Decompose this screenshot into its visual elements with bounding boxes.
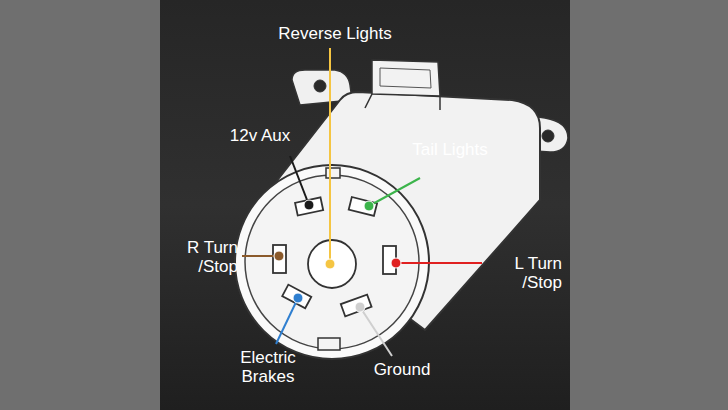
housing-edge xyxy=(365,94,372,108)
pin-label: R Turn /Stop xyxy=(160,238,238,276)
lid-window xyxy=(380,68,431,88)
face-ring xyxy=(245,175,419,349)
pin-slot xyxy=(295,197,323,215)
housing-lid xyxy=(372,60,440,96)
leader-line xyxy=(396,262,482,264)
connector-face xyxy=(235,165,429,359)
leader-line xyxy=(290,156,309,205)
leader-line xyxy=(276,298,298,344)
leader-line xyxy=(360,307,392,356)
pin-slot xyxy=(273,245,286,273)
key-notch xyxy=(318,338,340,350)
pin-dot xyxy=(274,251,284,261)
leader-line xyxy=(369,178,420,206)
pin-label: 12v Aux xyxy=(220,126,300,145)
pin-slot xyxy=(349,197,377,216)
pin-dot xyxy=(304,200,314,210)
pin-dot xyxy=(355,302,365,312)
pin-slot xyxy=(341,295,372,317)
leader-line xyxy=(242,255,279,257)
pin-dot xyxy=(293,293,303,303)
pin-dot xyxy=(391,258,401,268)
side-panel xyxy=(570,0,728,410)
side-panel xyxy=(0,0,160,410)
pin-dot xyxy=(364,201,374,211)
top-key xyxy=(326,168,340,178)
mount-hole xyxy=(314,80,326,92)
pin-label: L Turn /Stop xyxy=(484,254,562,292)
pin-slot xyxy=(282,285,311,309)
leader-line xyxy=(329,48,331,264)
housing-edge xyxy=(439,96,441,110)
pin-dot xyxy=(325,259,335,269)
center-pin-ring xyxy=(308,240,356,288)
dark-panel xyxy=(160,0,570,410)
pin-label: Electric Brakes xyxy=(222,348,314,386)
pin-label: Tail Lights xyxy=(410,140,490,159)
pin-label: Ground xyxy=(362,360,442,379)
pin-label: Reverse Lights xyxy=(270,24,400,43)
mount-hole xyxy=(542,130,554,142)
